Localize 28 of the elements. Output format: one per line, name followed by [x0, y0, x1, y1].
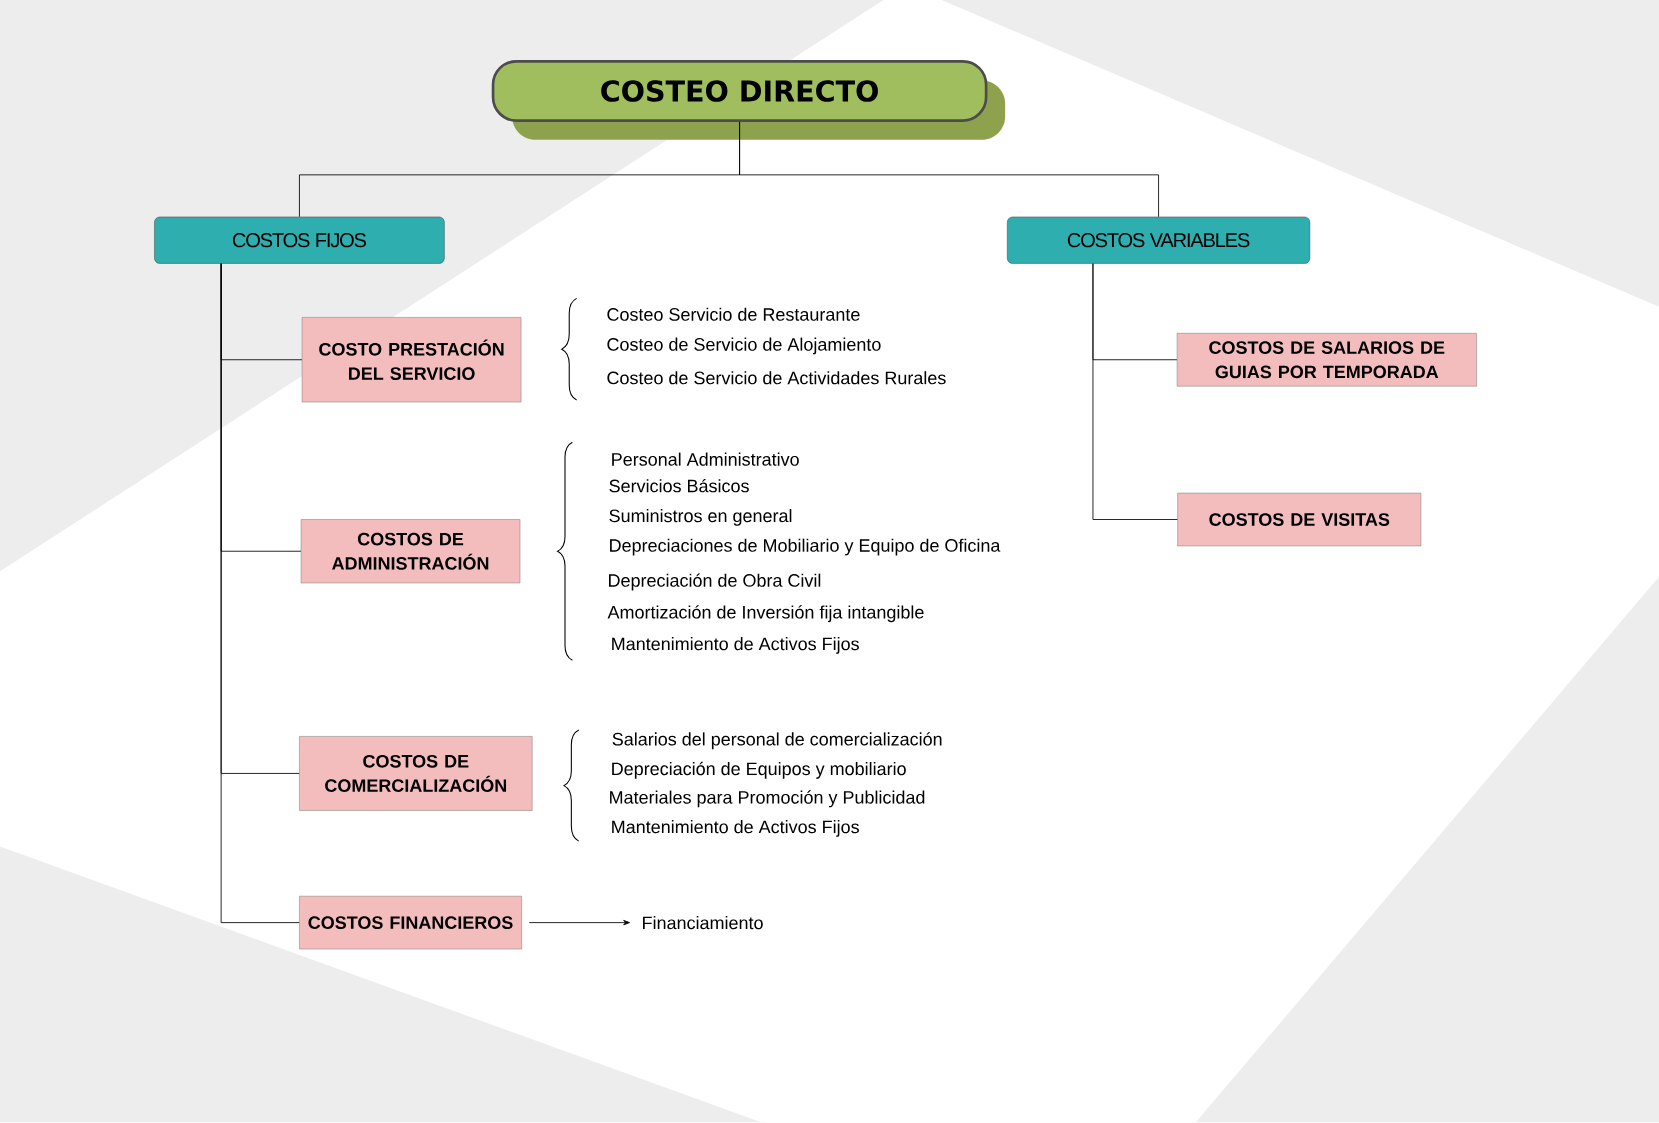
cost-box: COSTO PRESTACIÓN DEL SERVICIO: [301, 317, 522, 403]
cost-box: COSTOS FINANCIEROS: [299, 896, 522, 950]
connector-line: [1092, 263, 1178, 521]
cost-box: COSTOS DE VISITAS: [1177, 493, 1422, 547]
list-item: Personal Administrativo: [612, 452, 799, 466]
connector-line: [220, 263, 300, 924]
list-item: Servicios Básicos: [609, 479, 749, 493]
cost-box: COSTOS DE ADMINISTRACIÓN: [300, 519, 521, 584]
list-item: Mantenimiento de Activos Fijos: [612, 637, 859, 654]
list-item: Costeo Servicio de Restaurante: [607, 307, 860, 322]
list-item: Depreciación de Obra Civil: [609, 573, 821, 591]
list-item: Depreciaciones de Mobiliario y Equipo de Oficina: [610, 538, 1001, 556]
list-item: Mantenimiento de Activos Fijos: [612, 820, 859, 838]
list-item: Costeo de Servicio de Actividades Rurales: [607, 371, 946, 385]
cost-box: COSTOS DE COMERCIALIZACIÓN: [299, 736, 533, 811]
list-item: Materiales para Promoción y Publicidad: [610, 790, 925, 808]
connector-line: [528, 920, 630, 926]
list-item: Suministros en general: [609, 509, 792, 526]
cost-box: COSTOS DE SALARIOS DE GUIAS POR TEMPORADA: [1176, 333, 1477, 387]
item-text: Financiamiento: [643, 916, 763, 930]
list-item: Costeo de Servicio de Alojamiento: [607, 337, 881, 355]
category-box: COSTOS FIJOS: [154, 216, 445, 264]
list-item: Salarios del personal de comercialización: [612, 732, 942, 750]
list-item: Amortización de Inversión fija intangible: [607, 605, 924, 623]
title-box: COSTEO DIRECTO: [491, 60, 1006, 140]
connector-line: [739, 121, 1159, 218]
category-box: COSTOS VARIABLES: [1007, 216, 1311, 264]
list-item: Depreciación de Equipos y mobiliario: [612, 762, 906, 779]
